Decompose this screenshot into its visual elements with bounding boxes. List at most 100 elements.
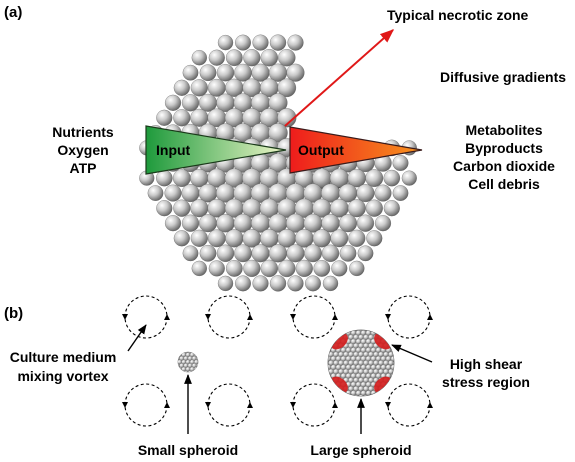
spheroid-cell [313, 260, 331, 277]
vortex-arrowhead [290, 314, 296, 320]
spheroid-cell [353, 394, 359, 396]
panel-b-label: (b) [4, 305, 23, 322]
spheroid-cell [269, 34, 287, 51]
spheroid-cell [181, 184, 200, 203]
shear-label: High shear stress region [442, 356, 530, 390]
panel-a-label: (a) [4, 4, 22, 21]
input-arrow-label: Input [156, 142, 191, 158]
large-spheroid [327, 329, 395, 397]
spheroid-cell [252, 34, 269, 51]
output-item: Cell debris [468, 176, 540, 192]
diffusive-gradients-label: Diffusive gradients [440, 69, 566, 85]
vortex-arrowhead [385, 402, 391, 408]
vortex-arrowhead [247, 402, 253, 408]
spheroid-cell [277, 108, 297, 128]
spheroid-cell [312, 229, 331, 248]
small-spheroid-label: Small spheroid [138, 442, 238, 458]
spheroid-cell [191, 50, 207, 66]
spheroid-cell [217, 275, 234, 292]
vortex-circle [387, 383, 431, 427]
input-triangle [145, 125, 287, 175]
vortex-circle [207, 295, 251, 339]
vortex-arrowhead [290, 402, 296, 408]
vortex-arrowhead [164, 402, 170, 408]
output-list: Metabolites Byproducts Carbon dioxide Ce… [453, 122, 555, 192]
input-item: Nutrients [52, 124, 114, 140]
spheroid-cell [251, 63, 270, 82]
spheroid-cell [286, 244, 305, 263]
spheroid-cell [268, 123, 288, 143]
spheroid-cell [181, 94, 200, 112]
spheroid-cell [331, 260, 348, 277]
spheroid-cell [208, 260, 225, 277]
spheroid-cell [164, 184, 182, 202]
spheroid-cell [305, 275, 321, 292]
spheroid-cell [401, 170, 417, 186]
spheroid-cell [286, 63, 305, 82]
spheroid-cell [374, 215, 392, 232]
spheroid-cell [322, 275, 339, 292]
spheroid-cell [321, 244, 340, 262]
spheroid-cell [277, 78, 297, 98]
spheroid-cell [156, 200, 173, 217]
vortex-circle [124, 295, 168, 339]
spheroid-cell [217, 34, 234, 51]
spheroid-cell [164, 94, 182, 111]
spheroid-cell [207, 78, 226, 97]
spheroid-cell [190, 199, 209, 218]
spheroid-cell [363, 394, 369, 396]
vortex-arrowhead [332, 402, 338, 408]
spheroid-cell [234, 244, 252, 263]
spheroid-cell [191, 260, 207, 277]
spheroid-cell [199, 244, 217, 262]
shear-label-line: High shear [450, 356, 523, 372]
shear-label-line: stress region [442, 374, 530, 390]
spheroid-cell [225, 229, 244, 248]
vortex-arrowhead [427, 314, 433, 320]
shear-pointer [391, 344, 433, 363]
spheroid-cell [339, 244, 357, 262]
input-list: Nutrients Oxygen ATP [52, 124, 114, 176]
output-item: Metabolites [465, 122, 542, 138]
spheroid-cell [181, 214, 200, 232]
spheroid-cell [216, 244, 235, 262]
small-spheroid-cells [178, 352, 198, 372]
spheroid-cell [207, 229, 226, 248]
spheroid-cell [392, 155, 409, 171]
vortex-arrowhead [164, 314, 170, 320]
vortex-circle [124, 383, 168, 427]
spheroid-cell [358, 330, 364, 332]
spheroid-cell [365, 169, 384, 187]
vortex-label-line: Culture medium [10, 349, 117, 365]
vortex-arrowhead [332, 314, 338, 320]
spheroid-cell [366, 230, 383, 247]
spheroid-cell [295, 229, 314, 248]
vortex-label-line: mixing vortex [17, 368, 108, 384]
vortex-circle [387, 295, 431, 339]
spheroid-cell [182, 245, 199, 262]
large-spheroid-label: Large spheroid [310, 442, 411, 458]
spheroid-cell [243, 259, 261, 277]
output-item: Carbon dioxide [453, 158, 555, 174]
output-arrow-label: Output [298, 142, 344, 158]
spheroid-cell [260, 259, 278, 278]
vortex-arrowhead [427, 402, 433, 408]
vortex-circle [292, 383, 336, 427]
spheroid-cell [196, 363, 198, 368]
spheroid-cell [156, 109, 173, 126]
vortex-arrowhead [122, 314, 128, 320]
output-triangle [289, 126, 423, 174]
spheroid-cell [358, 394, 364, 396]
spheroid-cell [383, 200, 400, 217]
spheroid-cell [347, 199, 366, 218]
vortex-arrowhead [385, 314, 391, 320]
spheroid-cell [173, 109, 191, 127]
spheroid-cell [173, 199, 191, 217]
spheroid-cell [278, 49, 296, 67]
input-item: ATP [70, 160, 97, 176]
spheroid-cell [235, 275, 251, 292]
spheroid-cell [278, 259, 296, 278]
spheroid-cell [164, 215, 182, 232]
spheroid-cell [268, 93, 288, 113]
vortex-arrowhead [247, 314, 253, 320]
